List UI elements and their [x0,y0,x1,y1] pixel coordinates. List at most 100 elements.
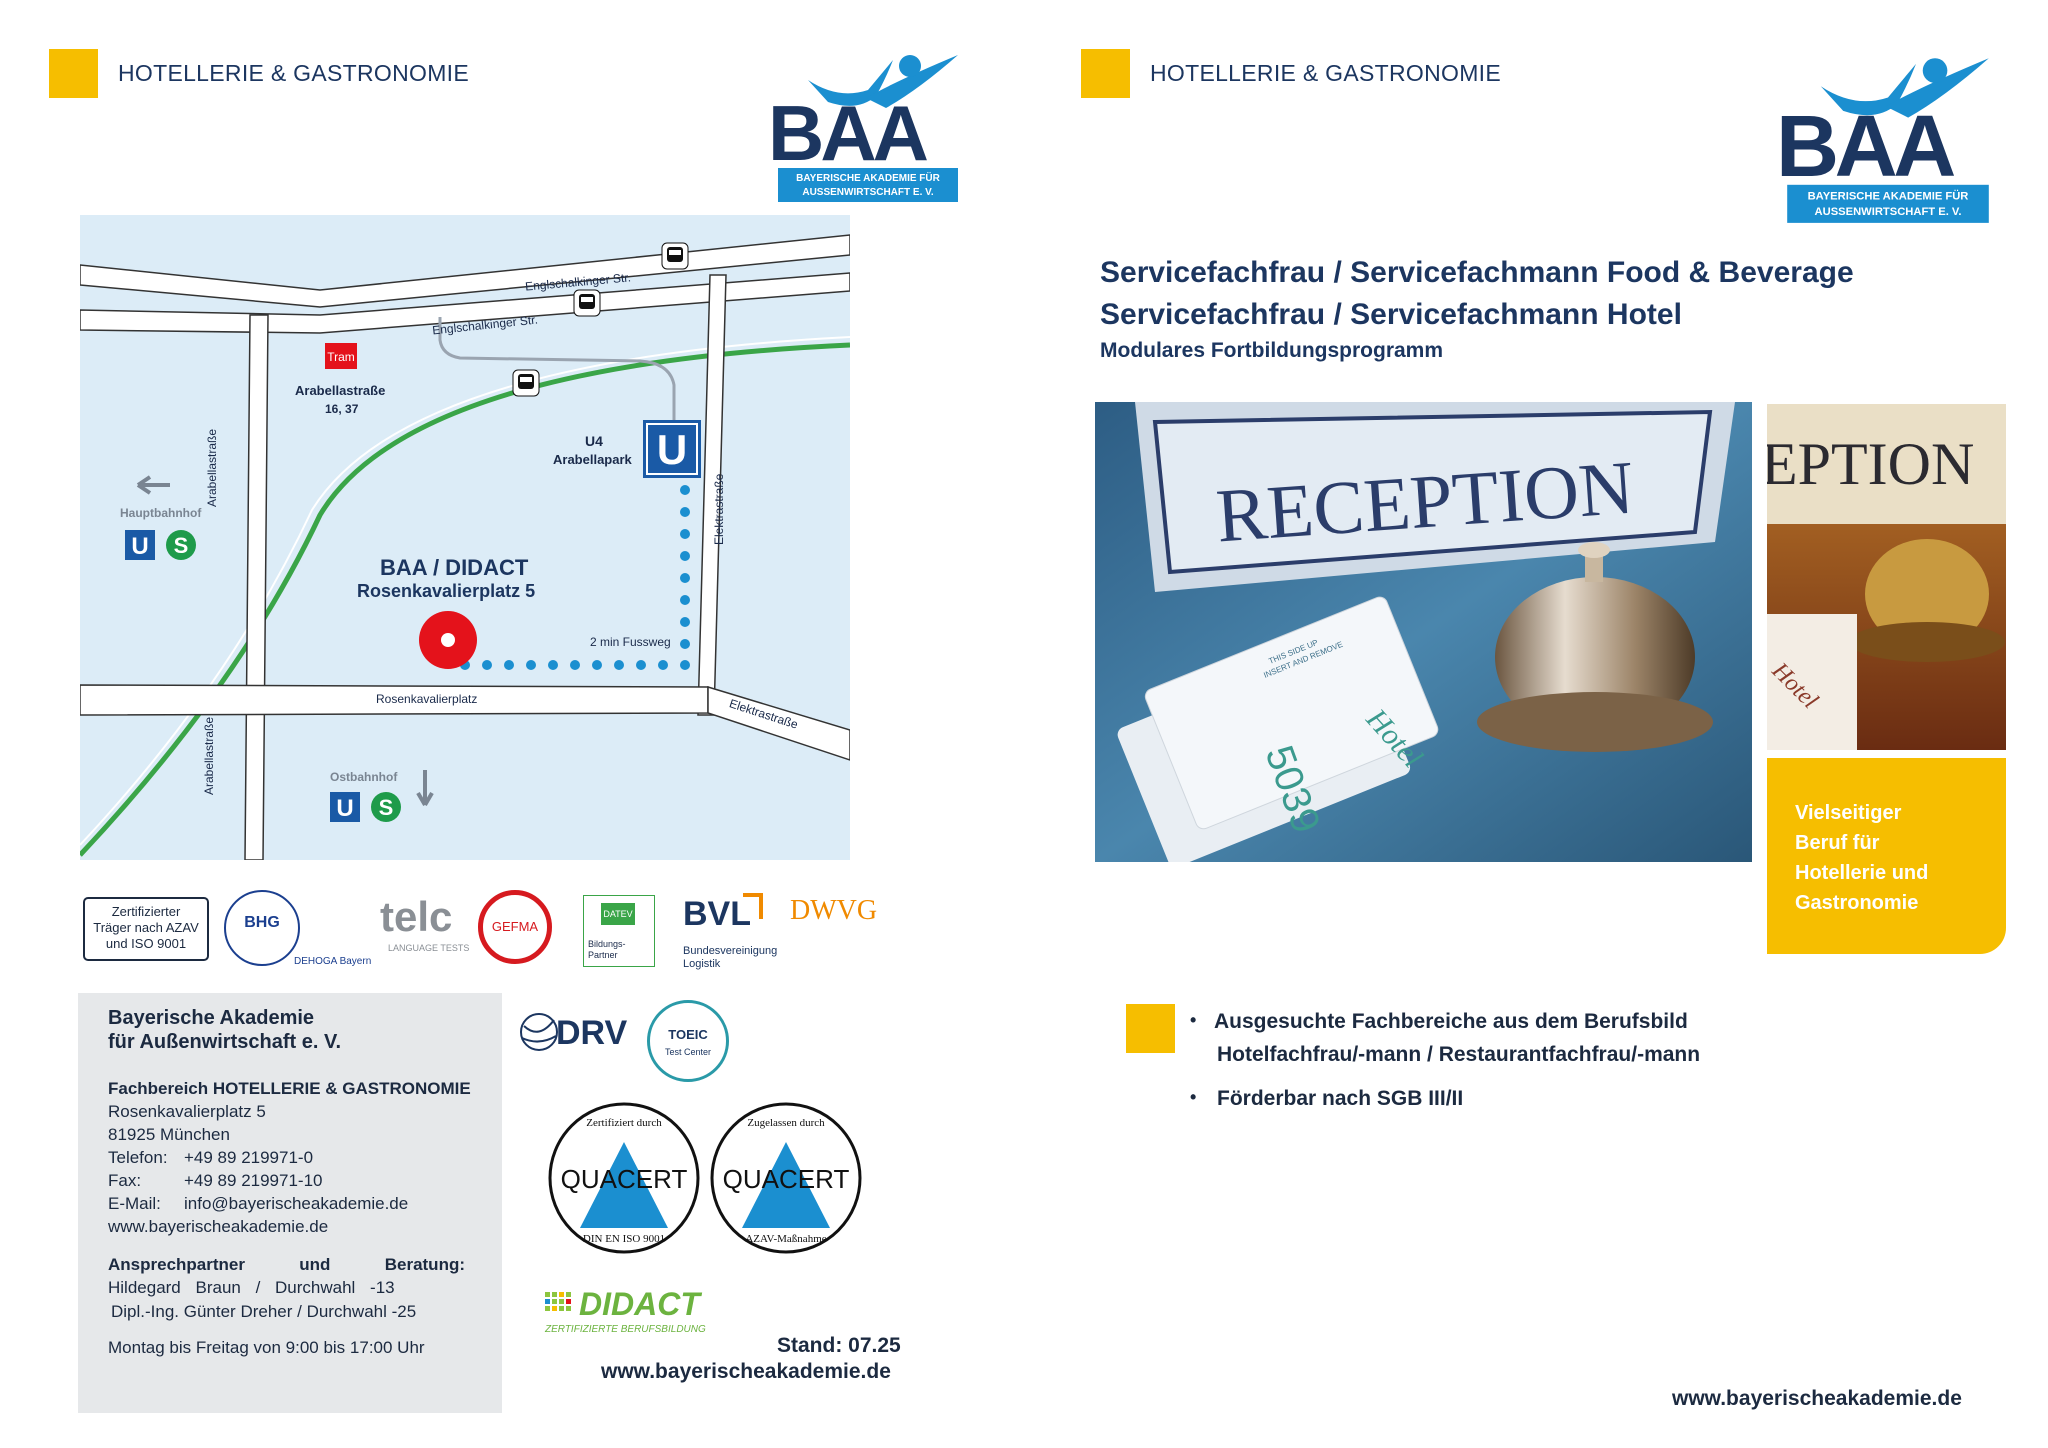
section-label: HOTELLERIE & GASTRONOMIE [1150,60,1501,86]
dwvg-logo: DWVG [790,895,878,926]
list-marker [1126,1004,1175,1053]
ubahn-icon [330,792,360,822]
email-label: E-Mail: [108,1194,161,1213]
street-label: Arabellastraße [205,428,219,507]
page-subtitle: Modulares Fortbildungsprogramm [1100,339,1444,362]
website: www.bayerischeakademie.de [108,1217,329,1236]
quacert-seal: QUACERT Zertifiziert durch DIN EN ISO 90… [546,1100,702,1256]
promo-line: Vielseitiger [1795,802,1902,824]
station-name: Arabellapark [553,452,632,467]
contact-person: Dipl.-Ing. Günter Dreher / Durchwahl -25 [111,1302,417,1321]
fax-label: Fax: [108,1171,142,1190]
org-name-2: für Außenwirtschaft e. V. [108,1031,342,1053]
svg-text:AZAV-Maßnahme: AZAV-Maßnahme [745,1233,826,1245]
city: 81925 München [108,1125,230,1144]
cert-azav: Zertifizierter Träger nach AZAV und ISO … [83,897,209,961]
sbahn-icon [371,792,401,822]
svg-text:Tram: Tram [327,350,355,364]
department: Fachbereich HOTELLERIE & GASTRONOMIE [108,1079,471,1098]
road-englschalkinger-lower [80,272,850,334]
baa-logo: BAA BAYERISCHE AKADEMIE FÜR AUSSENWIRTSC… [768,50,968,206]
street-label: Elektrastraße [712,473,726,545]
contact-person: Hildegard Braun / Durchwahl -13 [108,1278,395,1297]
walk-label: 2 min Fussweg [590,635,671,649]
street-label: Arabellastraße [202,716,216,795]
svg-text:Ostbahnhof: Ostbahnhof [330,770,398,784]
svg-text:Zertifiziert durch: Zertifiziert durch [586,1117,662,1129]
left-website: www.bayerischeakademie.de [601,1360,891,1383]
dehoga-logo: BHG [224,890,300,966]
org-name: Bayerische Akademie [108,1007,315,1029]
location-map: Tram U Hauptbahnhof U S Ostbahnhof U S E… [80,215,850,860]
street: Rosenkavalierplatz 5 [108,1102,266,1121]
walking-path [460,485,690,670]
svg-text:BAYERISCHE AKADEMIE FÜR: BAYERISCHE AKADEMIE FÜR [1808,189,1969,202]
svg-text:U: U [336,795,353,822]
section-marker [49,49,98,98]
fax: +49 89 219971-10 [184,1171,323,1190]
road-elektra-diag [707,685,850,761]
right-website: www.bayerischeakademie.de [1672,1387,1962,1410]
road-arabella [244,314,269,860]
rail-line [80,342,850,857]
svg-text:S: S [379,795,394,820]
destination-name: BAA / DIDACT [380,555,529,580]
baa-logo: BAA BAYERISCHE AKADEMIE FÜR AUSSENWIRTSC… [1776,52,2000,228]
toeic-logo: TOEIC Test Center [647,1000,729,1082]
svg-text:QUACERT: QUACERT [723,1164,850,1194]
drv-logo: DRV [518,1008,627,1060]
promo-box: Vielseitiger Beruf für Hotellerie und Ga… [1767,758,2006,954]
list-item-continued: Hotelfachfrau/-mann / Restaurantfachfrau… [1217,1043,1701,1066]
svg-text:BAA: BAA [1776,97,1954,195]
promo-line: Beruf für [1795,832,1880,854]
svg-text:QUACERT: QUACERT [561,1164,688,1194]
svg-text:Hauptbahnhof: Hauptbahnhof [120,506,202,520]
tram-badge [325,343,357,369]
svg-text:S: S [174,533,189,558]
page-title: Servicefachfrau / Servicefachmann Food &… [1100,256,1854,289]
svg-text:AUSSENWIRTSCHAFT E. V.: AUSSENWIRTSCHAFT E. V. [802,187,934,198]
bus-icon [512,369,540,397]
phone-label: Telefon: [108,1148,168,1167]
gefma-logo: GEFMA [478,890,552,964]
quacert-seal: QUACERT Zugelassen durch AZAV-Maßnahme [708,1100,864,1256]
svg-text:DIN EN ISO 9001: DIN EN ISO 9001 [583,1233,665,1245]
stand-date: Stand: 07.25 [777,1334,901,1357]
opening-hours: Montag bis Freitag von 9:00 bis 17:00 Uh… [108,1338,425,1357]
svg-text:Zugelassen durch: Zugelassen durch [747,1117,825,1129]
bus-icon [573,289,601,317]
email: info@bayerischeakademie.de [184,1194,409,1213]
bvl-sub: Bundesvereinigung Logistik [683,945,778,970]
svg-text:BAYERISCHE AKADEMIE FÜR: BAYERISCHE AKADEMIE FÜR [796,171,940,184]
address-box: Bayerische Akademie für Außenwirtschaft … [78,993,502,1413]
promo-line: Hotellerie und [1795,862,1929,884]
telc-sub: LANGUAGE TESTS [388,943,470,953]
reception-photo-crop: EPTION Hotel [1767,404,2006,750]
bus-icon [661,242,689,270]
phone: +49 89 219971-0 [184,1148,314,1167]
ubahn-icon [125,530,155,560]
destination-address: Rosenkavalierplatz 5 [357,581,536,601]
arrow-left-icon [136,475,170,495]
contact-heading: Ansprechpartner und Beratung: [108,1255,465,1274]
road-englschalkinger-upper [80,234,850,308]
svg-text:AUSSENWIRTSCHAFT E. V.: AUSSENWIRTSCHAFT E. V. [1815,206,1962,218]
promo-line: Gastronomie [1795,892,1919,914]
station-line: U4 [585,433,603,449]
section-marker [1081,49,1130,98]
svg-text:U: U [657,426,687,473]
datev-logo: DATEV Bildungs- Partner [583,895,655,967]
svg-text:BAA: BAA [768,89,928,177]
reception-photo: RECEPTION 5039 Hotel THIS SIDE UP INSERT… [1095,402,1752,862]
ubahn-icon [643,420,701,478]
bvl-accent [743,893,763,919]
stop-label: Arabellastraße [295,383,386,398]
section-label: HOTELLERIE & GASTRONOMIE [118,60,469,86]
svg-text:EPTION: EPTION [1767,431,1974,497]
page-title-2: Servicefachfrau / Servicefachmann Hotel [1100,298,1682,331]
street-label: Rosenkavalierplatz [376,692,478,706]
dehoga-label: DEHOGA Bayern [294,956,372,967]
arrow-down-icon [416,770,434,807]
telc-logo: telc [380,893,453,940]
svg-text:U: U [131,533,148,560]
